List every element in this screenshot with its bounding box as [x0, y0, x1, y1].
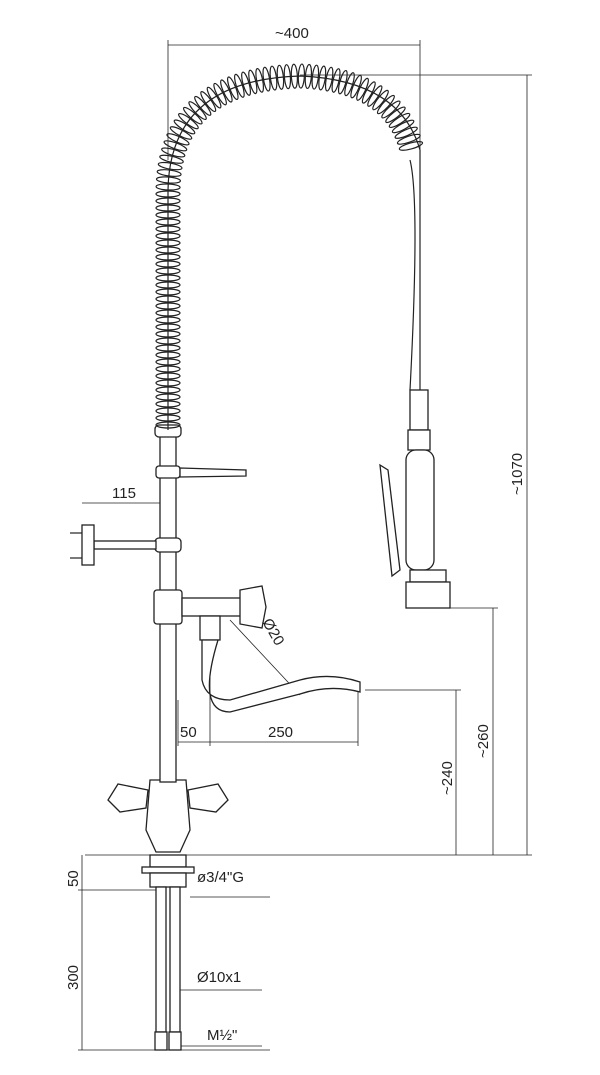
coil-turn [391, 119, 415, 134]
coil-turn [367, 85, 383, 107]
dim-base-thickness: 50 [65, 870, 82, 887]
hose [167, 75, 421, 430]
coil-turn [372, 89, 389, 111]
coil-turn [388, 112, 411, 129]
mixer-body [107, 779, 229, 853]
dim-spout-diameter: Ø20 [259, 616, 288, 649]
supply-hoses [141, 854, 195, 1051]
label-thread: ø3/4"G [197, 869, 244, 886]
dim-total-height: ~1070 [509, 453, 526, 495]
dim-hose-length: 300 [65, 965, 82, 990]
column [70, 424, 361, 783]
coil-turn [376, 94, 395, 115]
dim-wall-bracket: 115 [112, 485, 136, 502]
dim-spout-reach: 250 [268, 724, 293, 741]
dim-spout-offset: 50 [180, 724, 197, 741]
spring-coil [155, 63, 424, 429]
spray-head [379, 389, 451, 609]
coil-turn [361, 81, 376, 104]
coil-turn [385, 106, 406, 124]
hose-inner [409, 159, 416, 391]
coil-turn [381, 100, 401, 119]
label-connector: M½" [207, 1027, 237, 1044]
dim-spray-height: ~260 [475, 724, 492, 758]
dim-spout-height: ~240 [439, 761, 456, 795]
dim-width-reach: ~400 [275, 25, 309, 42]
label-hose-diameter: Ø10x1 [197, 969, 241, 986]
coil-turn [350, 74, 362, 99]
coil-turn [394, 126, 418, 139]
coil-turn [344, 72, 355, 97]
coil-turn [396, 133, 421, 145]
coil-turn [398, 141, 424, 151]
coil-turn [356, 77, 369, 101]
